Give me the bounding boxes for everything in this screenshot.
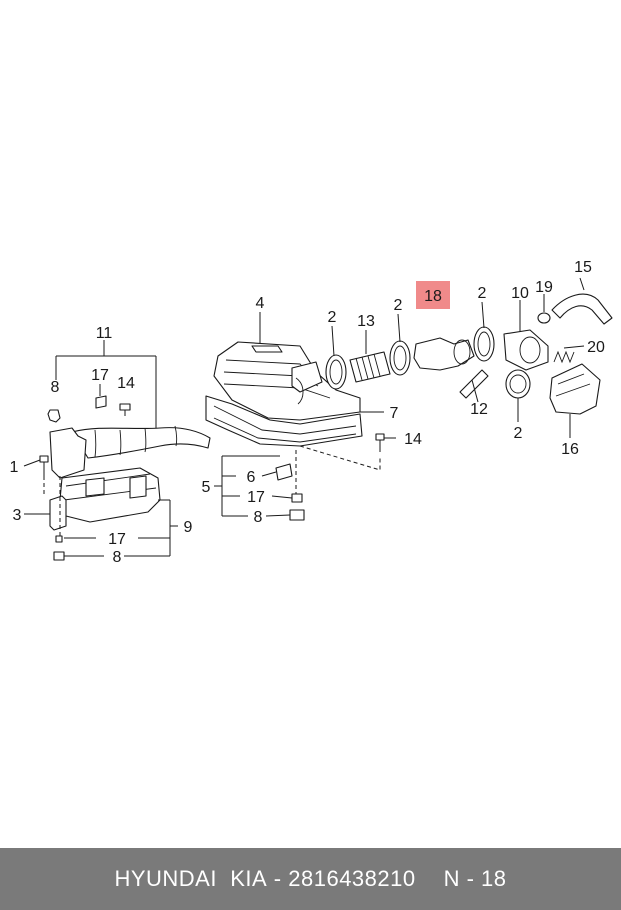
hose-13 <box>349 351 391 383</box>
footer-brand: HYUNDAI <box>114 866 217 891</box>
label-8-top: 8 <box>51 379 60 396</box>
label-14-left: 14 <box>117 375 135 392</box>
footer-bar: HYUNDAI KIA - 2816438210 N - 18 <box>0 848 621 910</box>
label-17-top: 17 <box>91 367 109 384</box>
air-cleaner <box>205 341 363 447</box>
label-17-mid: 17 <box>247 489 265 506</box>
label-13: 13 <box>357 313 375 330</box>
label-6: 6 <box>247 469 256 486</box>
resonator <box>59 467 161 523</box>
label-8-mid: 8 <box>254 509 263 526</box>
label-2-a: 2 <box>328 309 337 326</box>
footer-reference: N - 18 <box>443 866 507 891</box>
fasteners <box>39 395 385 561</box>
label-4: 4 <box>256 295 265 312</box>
bracket <box>49 495 67 531</box>
bracket-16 <box>549 363 601 415</box>
leader-lines <box>23 277 585 557</box>
label-2-d: 2 <box>514 425 523 442</box>
label-7: 7 <box>390 405 399 422</box>
label-14-right: 14 <box>404 431 422 448</box>
label-18: 18 <box>424 288 442 305</box>
label-10: 10 <box>511 285 529 302</box>
footer-part-number: 2816438210 <box>288 866 416 891</box>
highlight-box-18 <box>416 281 450 309</box>
parts-diagram: 11 8 17 14 1 3 17 8 9 4 5 6 17 8 7 14 2 … <box>10 259 613 566</box>
footer-make: KIA <box>230 866 268 891</box>
footer-separator: - <box>273 866 282 891</box>
label-16: 16 <box>561 441 579 458</box>
hose-15 <box>551 293 613 325</box>
label-17-bottom: 17 <box>108 531 126 548</box>
label-12: 12 <box>470 401 488 418</box>
clamps <box>325 326 531 399</box>
part-18 <box>413 337 475 371</box>
spring-20 <box>553 350 575 364</box>
label-9: 9 <box>184 519 193 536</box>
label-3: 3 <box>13 507 22 524</box>
label-11: 11 <box>96 325 113 342</box>
label-5: 5 <box>202 479 211 496</box>
callout-labels: 11 8 17 14 1 3 17 8 9 4 5 6 17 8 7 14 2 … <box>10 259 605 566</box>
label-2-c: 2 <box>478 285 487 302</box>
intake-duct <box>49 425 211 479</box>
label-1: 1 <box>10 459 19 476</box>
label-19: 19 <box>535 279 553 296</box>
part-19 <box>537 312 551 324</box>
label-15: 15 <box>574 259 592 276</box>
label-8-bottom: 8 <box>113 549 122 566</box>
label-2-b: 2 <box>394 297 403 314</box>
label-20: 20 <box>587 339 605 356</box>
throttle-body <box>503 329 549 371</box>
hose-12 <box>459 369 489 399</box>
